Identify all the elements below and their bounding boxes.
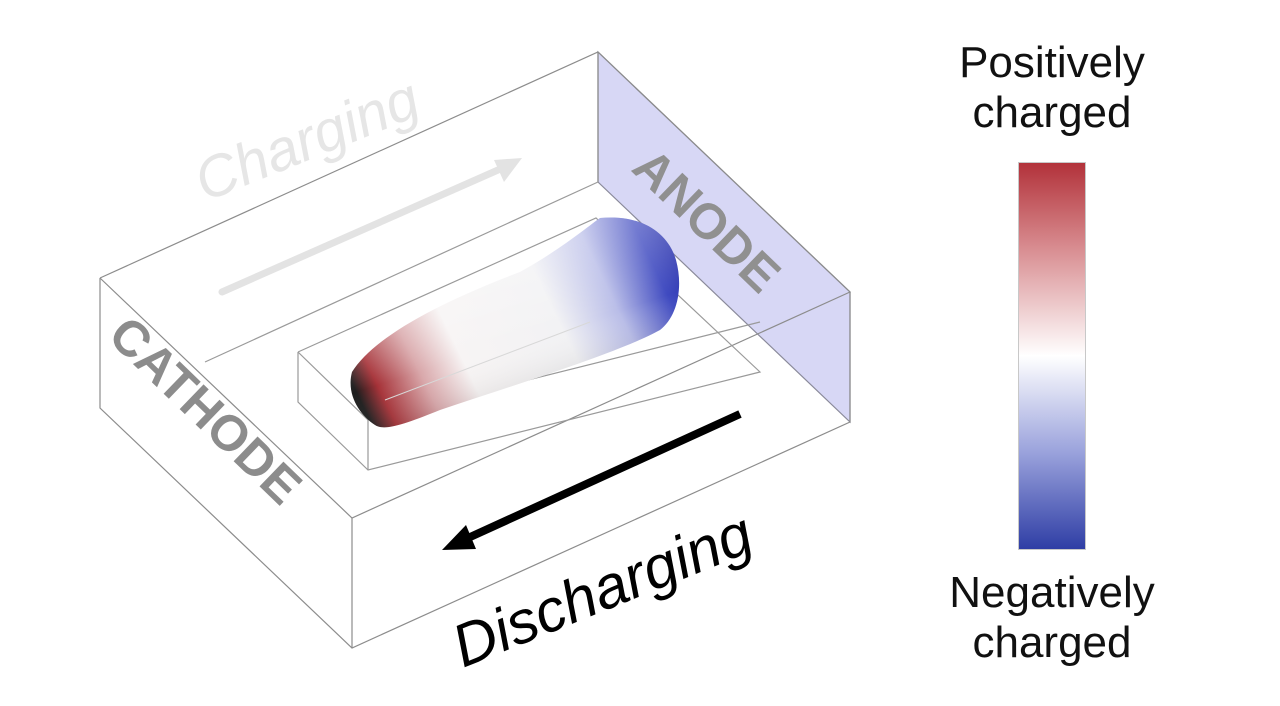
- legend-positive-label: Positively charged: [902, 38, 1202, 138]
- charging-label: Charging: [186, 66, 429, 214]
- legend-negative-line1: Negatively: [949, 568, 1155, 617]
- charge-colorbar: [1018, 162, 1086, 550]
- legend-negative-line2: charged: [972, 618, 1132, 667]
- legend-negative-label: Negatively charged: [902, 568, 1202, 668]
- outer-box: [99, 51, 852, 649]
- charging-arrow-icon: [218, 158, 522, 296]
- ion-blob: [350, 217, 680, 428]
- discharging-arrow-icon: [442, 410, 742, 550]
- legend-positive-line1: Positively: [959, 38, 1145, 87]
- legend-positive-line2: charged: [972, 88, 1132, 137]
- cathode-label: CATHODE: [98, 306, 312, 515]
